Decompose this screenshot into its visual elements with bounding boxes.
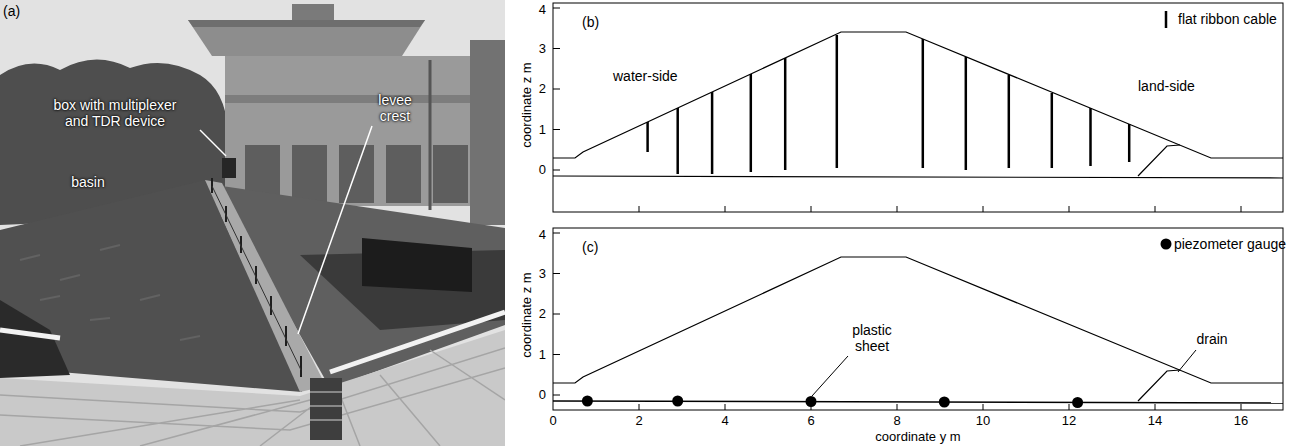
figure-label: coordinate z m [520,62,535,147]
figure-label: 1 [539,122,546,137]
figure-label: water-side [613,68,678,84]
figure-label: 0 [539,163,546,178]
figure-label: coordinate y m [875,430,960,445]
figure-label: 4 [539,3,546,18]
figure-label: (c) [582,239,598,255]
figure-label: (a) [3,3,20,19]
figure-label: drain [1196,331,1227,347]
figure-label: 10 [976,414,990,429]
figure-label: coordinate z m [520,272,535,357]
figure-label: 16 [1234,414,1248,429]
figure-label: 6 [807,414,814,429]
figure-label: 3 [539,41,546,56]
legend-text: piezometer gauge [1174,236,1286,252]
figure-label: plastic sheet [845,322,900,354]
figure-label: 2 [539,82,546,97]
figure-label: 1 [539,347,546,362]
figure-label: 4 [721,414,728,429]
figure-label: levee crest [370,92,420,124]
figure-label: 14 [1148,414,1162,429]
figure-label: 12 [1062,414,1076,429]
figure-label: 2 [635,414,642,429]
figure-label: basin [71,174,104,190]
levee-photo [0,0,505,446]
figure-label: 8 [893,414,900,429]
figure-label: 0 [539,388,546,403]
figure-label: land-side [1138,78,1195,94]
figure-label: 2 [539,307,546,322]
figure-label: 0 [549,414,556,429]
legend-text: flat ribbon cable [1178,11,1277,27]
figure-label: 3 [539,266,546,281]
figure-label: (b) [582,14,599,30]
figure-label: 4 [539,228,546,243]
figure-label: box with multiplexer and TDR device [40,97,190,129]
